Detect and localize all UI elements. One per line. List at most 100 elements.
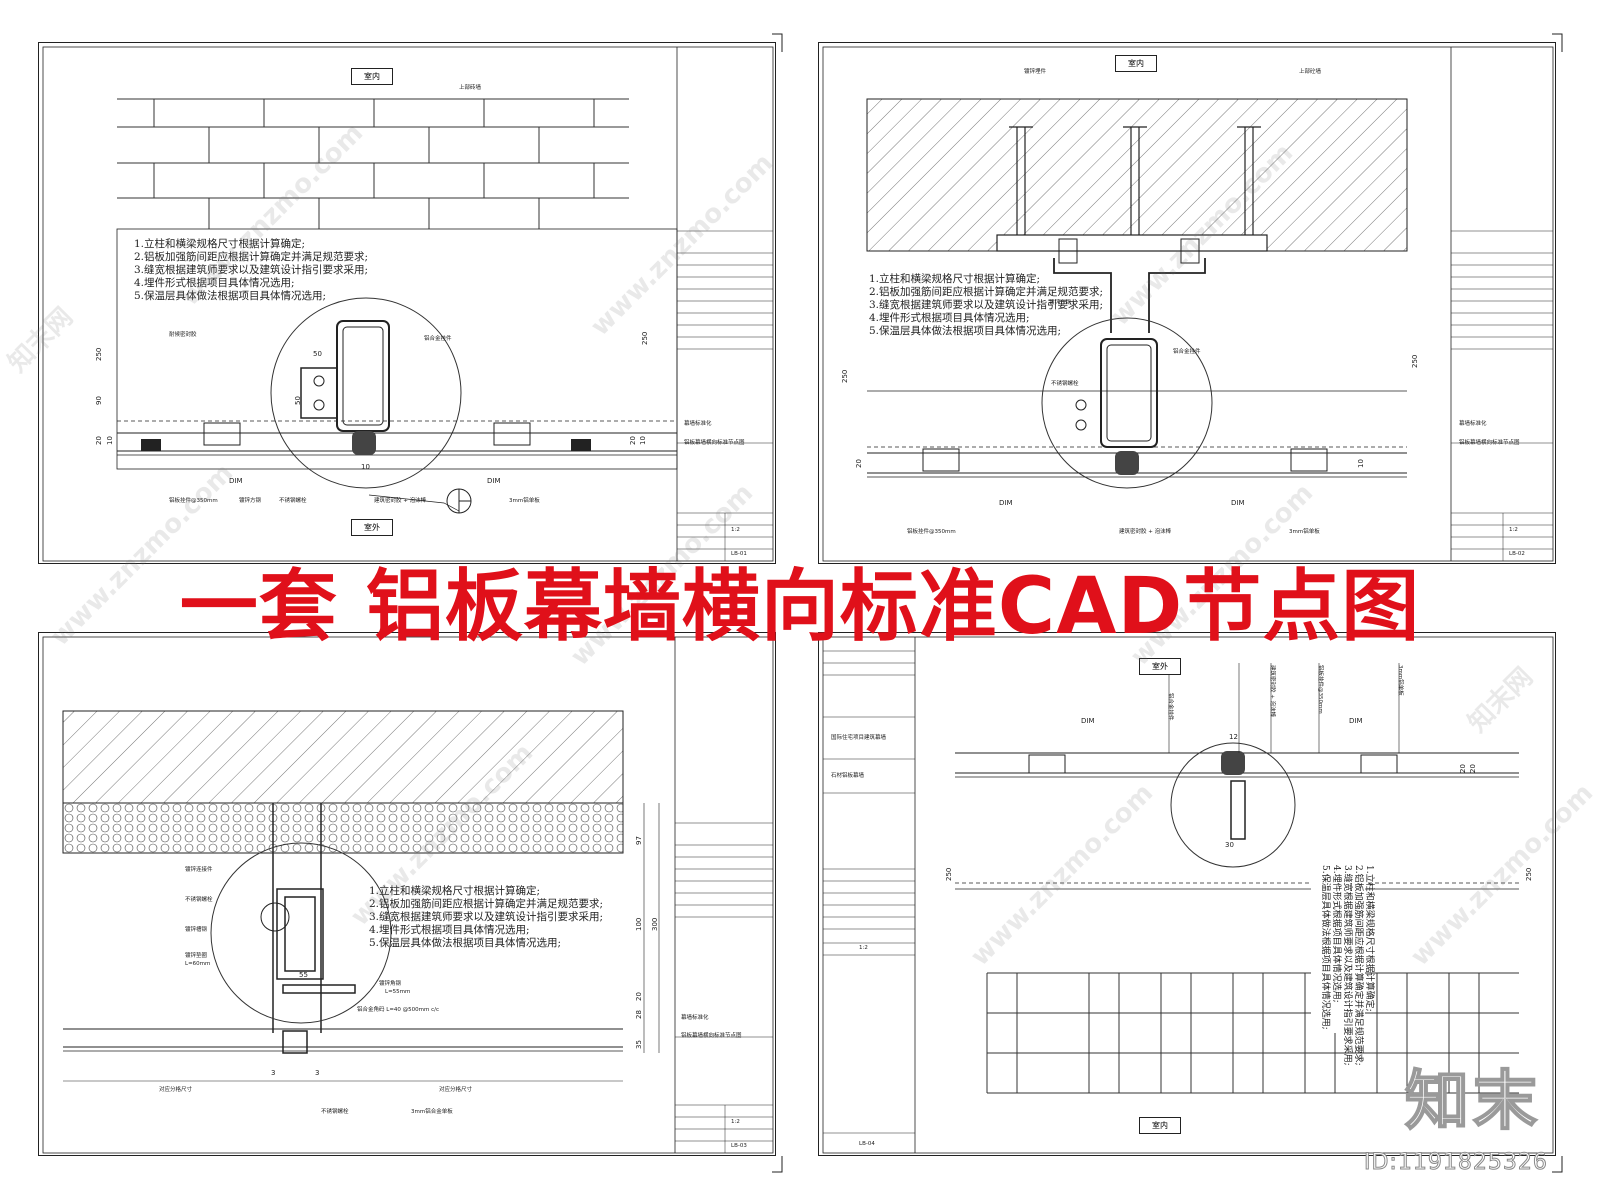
dimension: DIM xyxy=(1231,499,1245,507)
room-label-exterior: 室外 xyxy=(1139,658,1181,675)
dimension: 50 xyxy=(313,350,322,358)
label: 3mm铝合金单板 xyxy=(411,1109,453,1115)
dimension: DIM xyxy=(487,477,501,485)
drawing-sheet-3: 1.立柱和横梁规格尺寸根据计算确定; 2.铝板加强筋间距应根据计算确定并满足规范… xyxy=(38,632,776,1156)
room-label-interior: 室内 xyxy=(351,68,393,85)
titleblock-title: 幕墙标准化 xyxy=(681,1015,709,1021)
dimension: 90 xyxy=(95,396,103,405)
titleblock-title: 幕墙标准化 xyxy=(684,421,712,427)
side-title: 国际住宅项目建筑幕墙 xyxy=(831,735,887,741)
titleblock-scale: 1:2 xyxy=(1509,527,1518,533)
titleblock-subtitle: 铝板幕墙横向标准节点图 xyxy=(1459,440,1520,446)
dimension: 250 xyxy=(1411,354,1419,368)
titleblock-title: 幕墙标准化 xyxy=(1459,421,1487,427)
label: 镀锌方钢 xyxy=(1049,300,1072,306)
label: 铝板挂件@350mm xyxy=(169,498,218,504)
brand-logo: 知末 xyxy=(1404,1064,1541,1140)
design-notes-rotated: 1.立柱和横梁规格尺寸根据计算确定; 2.铝板加强筋间距应根据计算确定并满足规范… xyxy=(1319,865,1374,1066)
note-line: 4.埋件形式根据项目具体情况选用; xyxy=(1331,865,1341,1003)
label: 不锈钢螺栓 xyxy=(1051,381,1079,387)
note-line: 3.缝宽根据建筑师要求以及建筑设计指引要求采用; xyxy=(1342,865,1352,1066)
note-line: 4.埋件形式根据项目具体情况选用; xyxy=(369,924,530,936)
dimension: 30 xyxy=(1225,841,1234,849)
design-notes: 1.立柱和横梁规格尺寸根据计算确定; 2.铝板加强筋间距应根据计算确定并满足规范… xyxy=(134,238,368,303)
sheet-1-drawing xyxy=(42,46,774,562)
note-line: 1.立柱和横梁规格尺寸根据计算确定; xyxy=(134,238,306,250)
label: 镀锌槽钢 xyxy=(185,927,208,933)
room-label-interior: 室内 xyxy=(1139,1117,1181,1134)
dimension: 10 xyxy=(361,463,370,471)
label: 铝板挂件@350mm xyxy=(1317,665,1323,714)
label: 对应分格尺寸 xyxy=(159,1087,193,1093)
dimension: 12 xyxy=(1229,733,1238,741)
dimension: 10 xyxy=(106,436,114,445)
label: 3mm铝单板 xyxy=(1397,665,1403,696)
drawing-sheet-1: 室内 室外 1.立柱和横梁规格尺寸根据计算确定; 2.铝板加强筋间距应根据计算确… xyxy=(38,42,776,564)
dimension: 97 xyxy=(635,836,643,845)
side-subtitle: 石材铝板幕墙 xyxy=(831,773,865,779)
room-label-exterior: 室外 xyxy=(351,519,393,536)
note-line: 4.埋件形式根据项目具体情况选用; xyxy=(134,277,295,289)
dimension: 250 xyxy=(841,369,849,383)
titleblock-sheet-no: LB-03 xyxy=(731,1143,747,1149)
design-notes: 1.立柱和横梁规格尺寸根据计算确定; 2.铝板加强筋间距应根据计算确定并满足规范… xyxy=(869,273,1103,338)
label: 铝合金挂件 xyxy=(1173,349,1201,355)
label: 铝合金角码 L=40 @500mm c/c xyxy=(357,1007,440,1013)
titleblock-scale: 1:2 xyxy=(731,1119,740,1125)
label: 铝合金挂件 xyxy=(1167,693,1173,721)
label: 对应分格尺寸 xyxy=(439,1087,473,1093)
label: 镀锌角钢 xyxy=(379,981,402,987)
dimension: 20 xyxy=(629,436,637,445)
headline-title: 一套 铝板幕墙横向标准CAD节点图 xyxy=(179,562,1421,652)
dimension: 250 xyxy=(641,331,649,345)
dimension: 300 xyxy=(651,917,659,931)
note-line: 5.保温层具体做法根据项目具体情况选用; xyxy=(869,325,1062,337)
dimension: 3 xyxy=(271,1069,276,1077)
label: 建筑密封胶 + 泡沫棒 xyxy=(374,498,427,504)
note-line: 4.埋件形式根据项目具体情况选用; xyxy=(869,312,1030,324)
note-line: 1.立柱和横梁规格尺寸根据计算确定; xyxy=(369,885,541,897)
dimension: DIM xyxy=(1081,717,1095,725)
note-line: 1.立柱和横梁规格尺寸根据计算确定; xyxy=(1364,865,1374,1012)
label: 镀锌埋件 xyxy=(1024,69,1047,75)
image-id-label: ID:1191825326 xyxy=(1364,1150,1548,1176)
titleblock-sheet-no: LB-01 xyxy=(731,551,747,557)
dimension: DIM xyxy=(229,477,243,485)
dimension: 28 xyxy=(635,1010,643,1019)
note-line: 5.保温层具体做法根据项目具体情况选用; xyxy=(1320,865,1330,1030)
dimension: 20 xyxy=(855,459,863,468)
note-line: 2.铝板加强筋间距应根据计算确定并满足规范要求; xyxy=(134,251,369,263)
dimension: 10 xyxy=(1357,459,1365,468)
room-label-interior: 室内 xyxy=(1115,55,1157,72)
label: 3mm铝单板 xyxy=(509,498,540,504)
titleblock-subtitle: 铝板幕墙横向标准节点图 xyxy=(684,440,745,446)
label: 上部砼墙 xyxy=(1299,69,1322,75)
label: 镀锌方钢 xyxy=(239,498,262,504)
label: 镀锌连接件 xyxy=(185,867,213,873)
label: 上部砖墙 xyxy=(459,85,482,91)
brick-wall xyxy=(117,98,629,234)
note-line: 1.立柱和横梁规格尺寸根据计算确定; xyxy=(869,273,1041,285)
label: 耐候密封胶 xyxy=(169,332,197,338)
dimension: 55 xyxy=(299,971,308,979)
sheet-2-drawing xyxy=(822,46,1554,562)
label: 镀锌垫圈 xyxy=(185,953,208,959)
note-line: 3.缝宽根据建筑师要求以及建筑设计指引要求采用; xyxy=(869,299,1104,311)
label: 建筑密封胶 + 泡沫棒 xyxy=(1119,529,1172,535)
label: 3mm铝单板 xyxy=(1289,529,1320,535)
titleblock-sheet-no: LB-04 xyxy=(859,1141,875,1147)
dimension: 3 xyxy=(315,1069,320,1077)
note-line: 2.铝板加强筋间距应根据计算确定并满足规范要求; xyxy=(369,898,604,910)
label: 不锈钢螺栓 xyxy=(279,498,307,504)
dimension: 250 xyxy=(945,867,953,881)
label: 铝板挂件@350mm xyxy=(907,529,956,535)
note-line: 5.保温层具体做法根据项目具体情况选用; xyxy=(134,290,327,302)
note-line: 5.保温层具体做法根据项目具体情况选用; xyxy=(369,937,562,949)
dimension: 250 xyxy=(95,347,103,361)
titleblock-sheet-no: LB-02 xyxy=(1509,551,1525,557)
note-line: 2.铝板加强筋间距应根据计算确定并满足规范要求; xyxy=(1353,865,1363,1066)
titleblock-subtitle: 铝板幕墙横向标准节点图 xyxy=(681,1033,742,1039)
titleblock-scale: 1:2 xyxy=(859,945,868,951)
note-line: 2.铝板加强筋间距应根据计算确定并满足规范要求; xyxy=(869,286,1104,298)
label: L=60mm xyxy=(185,961,211,967)
